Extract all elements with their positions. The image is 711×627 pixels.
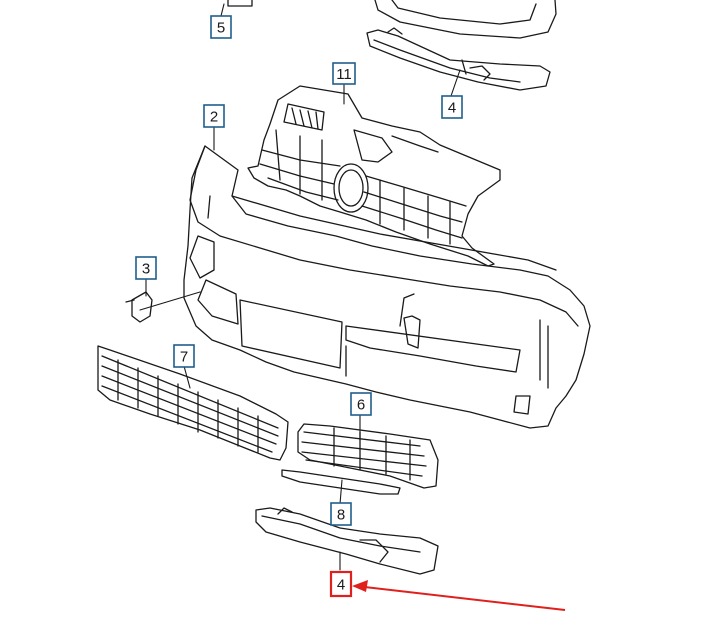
callout-c5: 5: [210, 15, 232, 39]
callout-label: 4: [337, 577, 345, 594]
part-2-bumper-cover: [183, 145, 591, 429]
callout-box: [329, 570, 353, 598]
callout-label: 7: [180, 349, 188, 366]
highlight-arrow: [352, 580, 566, 611]
callout-box: [350, 392, 372, 416]
callout-box: [135, 256, 157, 280]
part-7-lower-grille: [97, 345, 289, 461]
callout-box: [173, 344, 195, 368]
callout-c4-top: 4: [441, 95, 463, 119]
callout-c4-bottom: 4: [329, 570, 353, 598]
arrow-shaft: [355, 585, 566, 611]
leader-lines: [139, 3, 461, 571]
callout-box: [330, 502, 352, 526]
callout-c3: 3: [135, 256, 157, 280]
callout-label: 3: [142, 261, 150, 278]
callout-label: 5: [217, 20, 225, 37]
callout-box: [332, 62, 356, 85]
callout-c2: 2: [203, 104, 225, 128]
callout-box: [210, 15, 232, 39]
callout-label: 4: [448, 100, 456, 117]
callout-c8: 8: [330, 502, 352, 526]
part-8-trim-strip: [281, 469, 401, 495]
part-4-trim-strip-bottom: [255, 507, 439, 575]
callout-label: 6: [357, 397, 365, 414]
callout-c6: 6: [350, 392, 372, 416]
callout-label: 2: [210, 109, 218, 126]
part-5-clip: [227, 0, 253, 7]
callout-c7: 7: [173, 344, 195, 368]
callout-label: 8: [337, 507, 345, 524]
callout-label: 11: [336, 66, 352, 83]
upper-trim-part: [374, 0, 557, 39]
callout-box: [203, 104, 225, 128]
part-6-side-grille: [297, 423, 439, 489]
callout-box: [441, 95, 463, 119]
part-4-trim-strip-top: [366, 27, 551, 91]
callout-c11: 11: [332, 62, 356, 85]
arrow-head-icon: [352, 580, 368, 592]
